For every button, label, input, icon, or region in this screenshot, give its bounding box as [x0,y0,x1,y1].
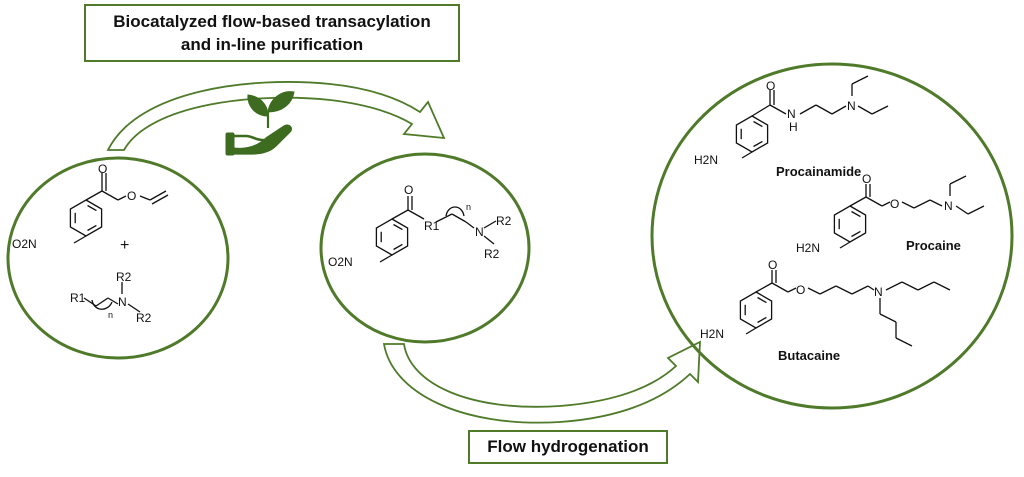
plus-sign: + [120,237,129,254]
procaine-carbonyl-o: O [862,172,871,186]
intermediate-circle [319,152,531,344]
intermediate-carbonyl-o: O [404,183,413,197]
procaine-name: Procaine [906,238,961,253]
butacaine-name: Butacaine [778,348,840,363]
intermediate-structure [375,196,497,263]
intermediate-n-label: N [475,225,484,239]
butacaine-n-label: N [874,285,883,299]
hydrogenation-label: Flow hydrogenation [487,437,649,456]
procainamide-n-label: N [847,99,856,113]
butacaine-ester-o: O [796,283,805,297]
intermediate-r2-top-label: R2 [496,214,512,228]
butacaine-amine-label: H2N [700,327,724,341]
ester-o-label: O [127,189,136,203]
carbonyl-o-label: O [98,162,107,176]
butacaine-carbonyl-o: O [768,258,777,272]
intermediate-nitro-label: O2N [328,255,353,269]
intermediate-index-label: n [466,202,471,212]
procainamide-h-label: H [789,120,798,134]
reagents-circle [6,156,230,360]
transacylation-step-box: Biocatalyzed flow-based transacylation a… [84,4,460,62]
procainamide-name: Procainamide [776,164,861,179]
procainamide-amine-label: H2N [694,153,718,167]
transacylation-line-2: and in-line purification [180,35,364,54]
curved-arrow-top [106,81,446,151]
amine-n-label: N [118,295,127,309]
amine-reagent [83,282,141,313]
procainamide-structure [735,75,889,159]
products-circle [650,62,1014,410]
amine-r2-bottom-label: R2 [136,311,152,325]
procaine-amine-label: H2N [796,241,820,255]
procaine-n-label: N [944,199,953,213]
procainamide-nh-label: N [787,107,796,121]
amine-index-label: n [108,310,113,320]
amine-r1-label: R1 [70,291,86,305]
procaine-ester-o: O [890,197,899,211]
procaine-structure [833,175,985,249]
procainamide-o-label: O [766,79,775,93]
hydrogenation-step-box: Flow hydrogenation [468,430,668,464]
vinyl-nitrobenzoate [69,173,169,244]
amine-r2-top-label: R2 [116,270,132,284]
intermediate-r2-bottom-label: R2 [484,247,500,261]
nitro-group-label: O2N [12,237,37,251]
butacaine-structure [739,270,951,347]
transacylation-line-1: Biocatalyzed flow-based transacylation [113,12,431,31]
plant-in-hand-icon [225,91,295,156]
curved-arrow-bottom [382,340,701,424]
intermediate-r1-label: R1 [424,219,440,233]
